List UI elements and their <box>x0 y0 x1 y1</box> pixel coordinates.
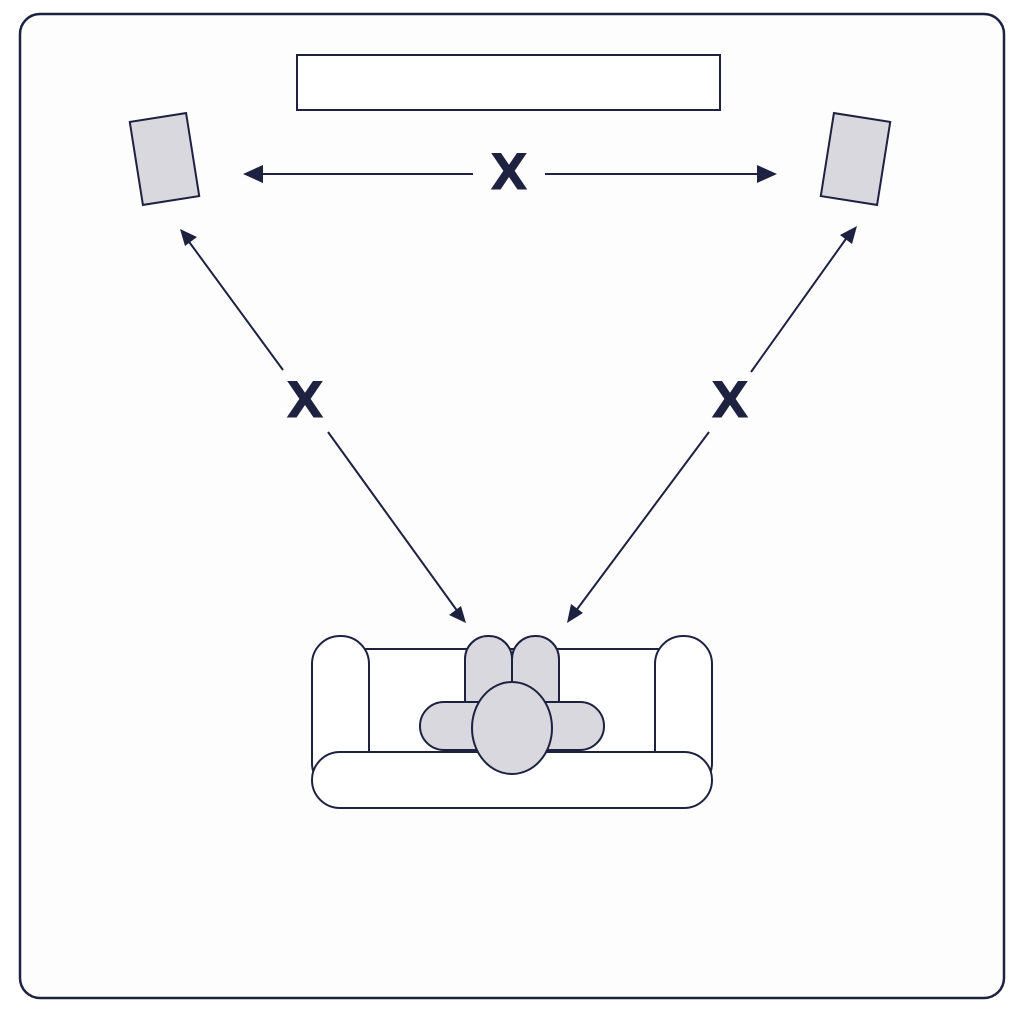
listener-head <box>471 681 553 775</box>
room-frame <box>18 12 1006 1000</box>
left-arrowhead-bottom <box>449 606 466 623</box>
screen-icon <box>296 54 721 111</box>
front-distance-arrow <box>243 165 777 183</box>
right-arrowhead-bottom <box>567 604 583 623</box>
right-distance-arrow <box>567 226 857 623</box>
left-speaker-icon <box>128 111 201 207</box>
right-speaker-icon <box>819 111 892 207</box>
front-distance-label: X <box>490 144 529 202</box>
listener-icon <box>419 635 605 775</box>
right-arrowhead-top <box>840 226 857 244</box>
front-arrowhead-right <box>757 165 777 183</box>
front-arrowhead-left <box>243 165 263 183</box>
left-arrowhead-top <box>180 229 197 246</box>
left-distance-label: X <box>286 372 325 430</box>
left-distance-arrow <box>180 229 466 623</box>
right-distance-label: X <box>711 372 750 430</box>
